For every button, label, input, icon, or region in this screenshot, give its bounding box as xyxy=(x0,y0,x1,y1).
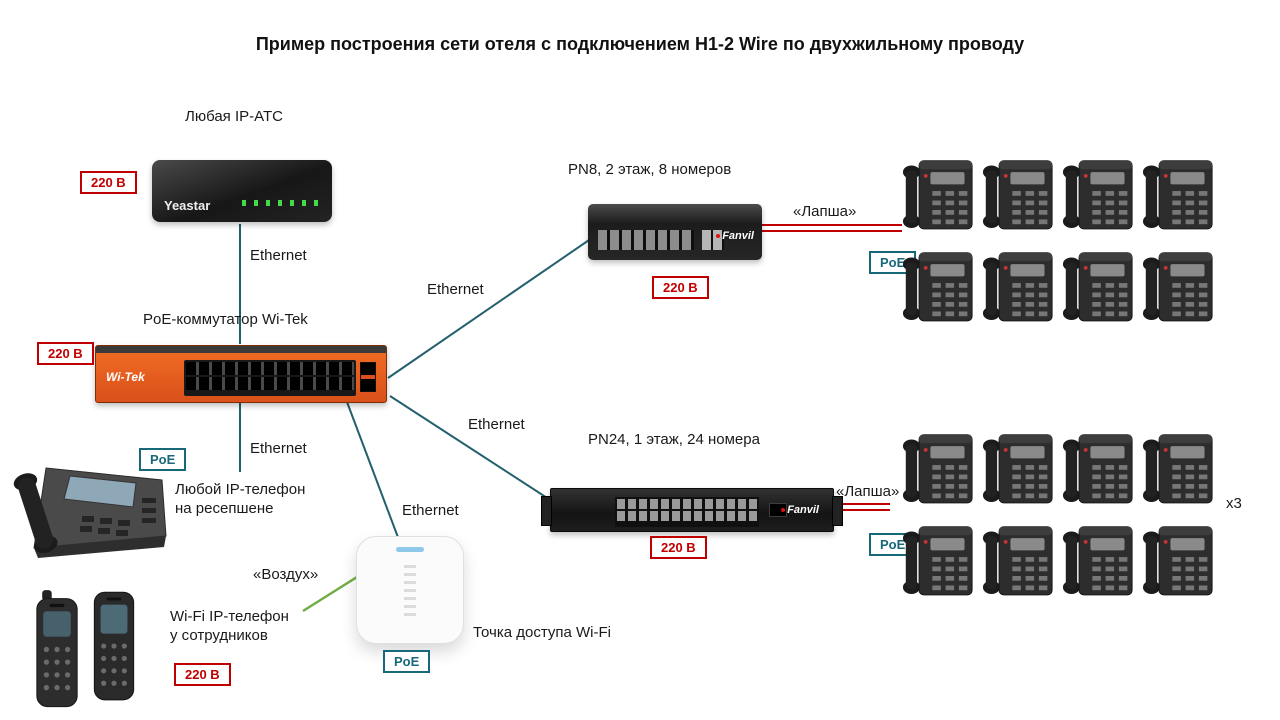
pbx-brand-text: Yeastar xyxy=(164,198,211,213)
fanvil-logo-dot-icon xyxy=(781,508,786,513)
phone-group-floor2 xyxy=(902,150,1220,334)
ip-phone xyxy=(902,150,974,234)
pn8-brand-text: Fanvil xyxy=(716,230,754,242)
reception-ip-phone xyxy=(13,467,167,558)
ip-phone xyxy=(1062,150,1134,234)
ip-phone xyxy=(982,242,1054,326)
ip-phone xyxy=(1062,242,1134,326)
ethernet-label-switch-pn24: Ethernet xyxy=(468,416,525,433)
cable-switch-to-pn8 xyxy=(387,237,593,379)
wifi-handset-phone xyxy=(36,590,78,708)
reception-phone-label: Любой IP-телефон на ресепшене xyxy=(175,481,306,517)
ethernet-label-switch-ap: Ethernet xyxy=(402,502,459,519)
pbx-label: Любая IP-АТС xyxy=(185,108,283,125)
ip-phone xyxy=(1062,516,1134,600)
power-badge-wifi-phone: 220 В xyxy=(174,663,231,686)
ap-vent-icon xyxy=(404,565,416,619)
rack-ear-icon xyxy=(832,496,843,526)
pn8-ports-icon xyxy=(598,230,694,250)
pn24-device: Fanvil xyxy=(541,488,843,532)
ap-label: Точка доступа Wi-Fi xyxy=(473,624,611,641)
ip-phone xyxy=(982,516,1054,600)
pn24-label: PN24, 1 этаж, 24 номера xyxy=(588,431,760,448)
core-switch-brand-text: Wi-Tek xyxy=(106,370,145,384)
lapsha-label-pn24: «Лапша» xyxy=(836,483,900,500)
ip-phone xyxy=(1142,516,1214,600)
fanvil-logo-dot-icon xyxy=(716,234,721,239)
ethernet-label-switch-pn8: Ethernet xyxy=(427,281,484,298)
pn24-uplink-port-icon xyxy=(769,503,787,517)
core-switch-ports-icon xyxy=(184,360,356,396)
poe-badge-reception: PoE xyxy=(139,448,187,471)
ip-phone xyxy=(902,242,974,326)
pbx-device: Yeastar xyxy=(152,160,332,222)
pbx-status-leds-icon xyxy=(242,200,318,206)
ip-phone xyxy=(902,516,974,600)
lapsha-label-pn8: «Лапша» xyxy=(793,203,857,220)
phone-group-floor1 xyxy=(902,424,1220,608)
ip-phone xyxy=(1142,150,1214,234)
ethernet-label-pbx-switch: Ethernet xyxy=(250,247,307,264)
pn24-brand-text: Fanvil xyxy=(781,504,819,516)
ethernet-label-switch-reception: Ethernet xyxy=(250,440,307,457)
wifi-phone-label: Wi-Fi IP-телефон у сотрудников xyxy=(170,608,289,644)
poe-badge-ap: PoE xyxy=(383,650,431,673)
pn8-label: PN8, 2 этаж, 8 номеров xyxy=(568,161,732,178)
cable-switch-to-ap xyxy=(346,401,400,541)
power-badge-pbx: 220 В xyxy=(80,171,137,194)
pn8-device: Fanvil xyxy=(588,204,762,260)
ip-phone xyxy=(902,424,974,508)
core-switch-label: PoE-коммутатор Wi-Tek xyxy=(143,311,308,328)
cable-switch-to-pn24 xyxy=(389,395,559,506)
core-switch-device: Wi-Tek xyxy=(95,345,387,403)
wifi-access-point xyxy=(356,536,464,644)
wifi-phones-group xyxy=(28,584,168,714)
ap-status-led-icon xyxy=(396,547,424,552)
power-badge-pn24: 220 В xyxy=(650,536,707,559)
ip-phone xyxy=(1142,424,1214,508)
vozduh-label: «Воздух» xyxy=(253,566,319,583)
ip-phone xyxy=(1142,242,1214,326)
ip-phone xyxy=(982,424,1054,508)
diagram-title: Пример построения сети отеля с подключен… xyxy=(255,34,1025,54)
core-switch-sfp-ports-icon xyxy=(360,362,376,392)
ip-phone xyxy=(982,150,1054,234)
pn24-ports-icon xyxy=(615,497,759,527)
ip-phone xyxy=(1062,424,1134,508)
power-badge-pn8: 220 В xyxy=(652,276,709,299)
wifi-handset-phone xyxy=(93,591,135,701)
multiplier-label: x3 xyxy=(1226,495,1242,512)
rack-ear-icon xyxy=(541,496,552,526)
power-badge-core-switch: 220 В xyxy=(37,342,94,365)
